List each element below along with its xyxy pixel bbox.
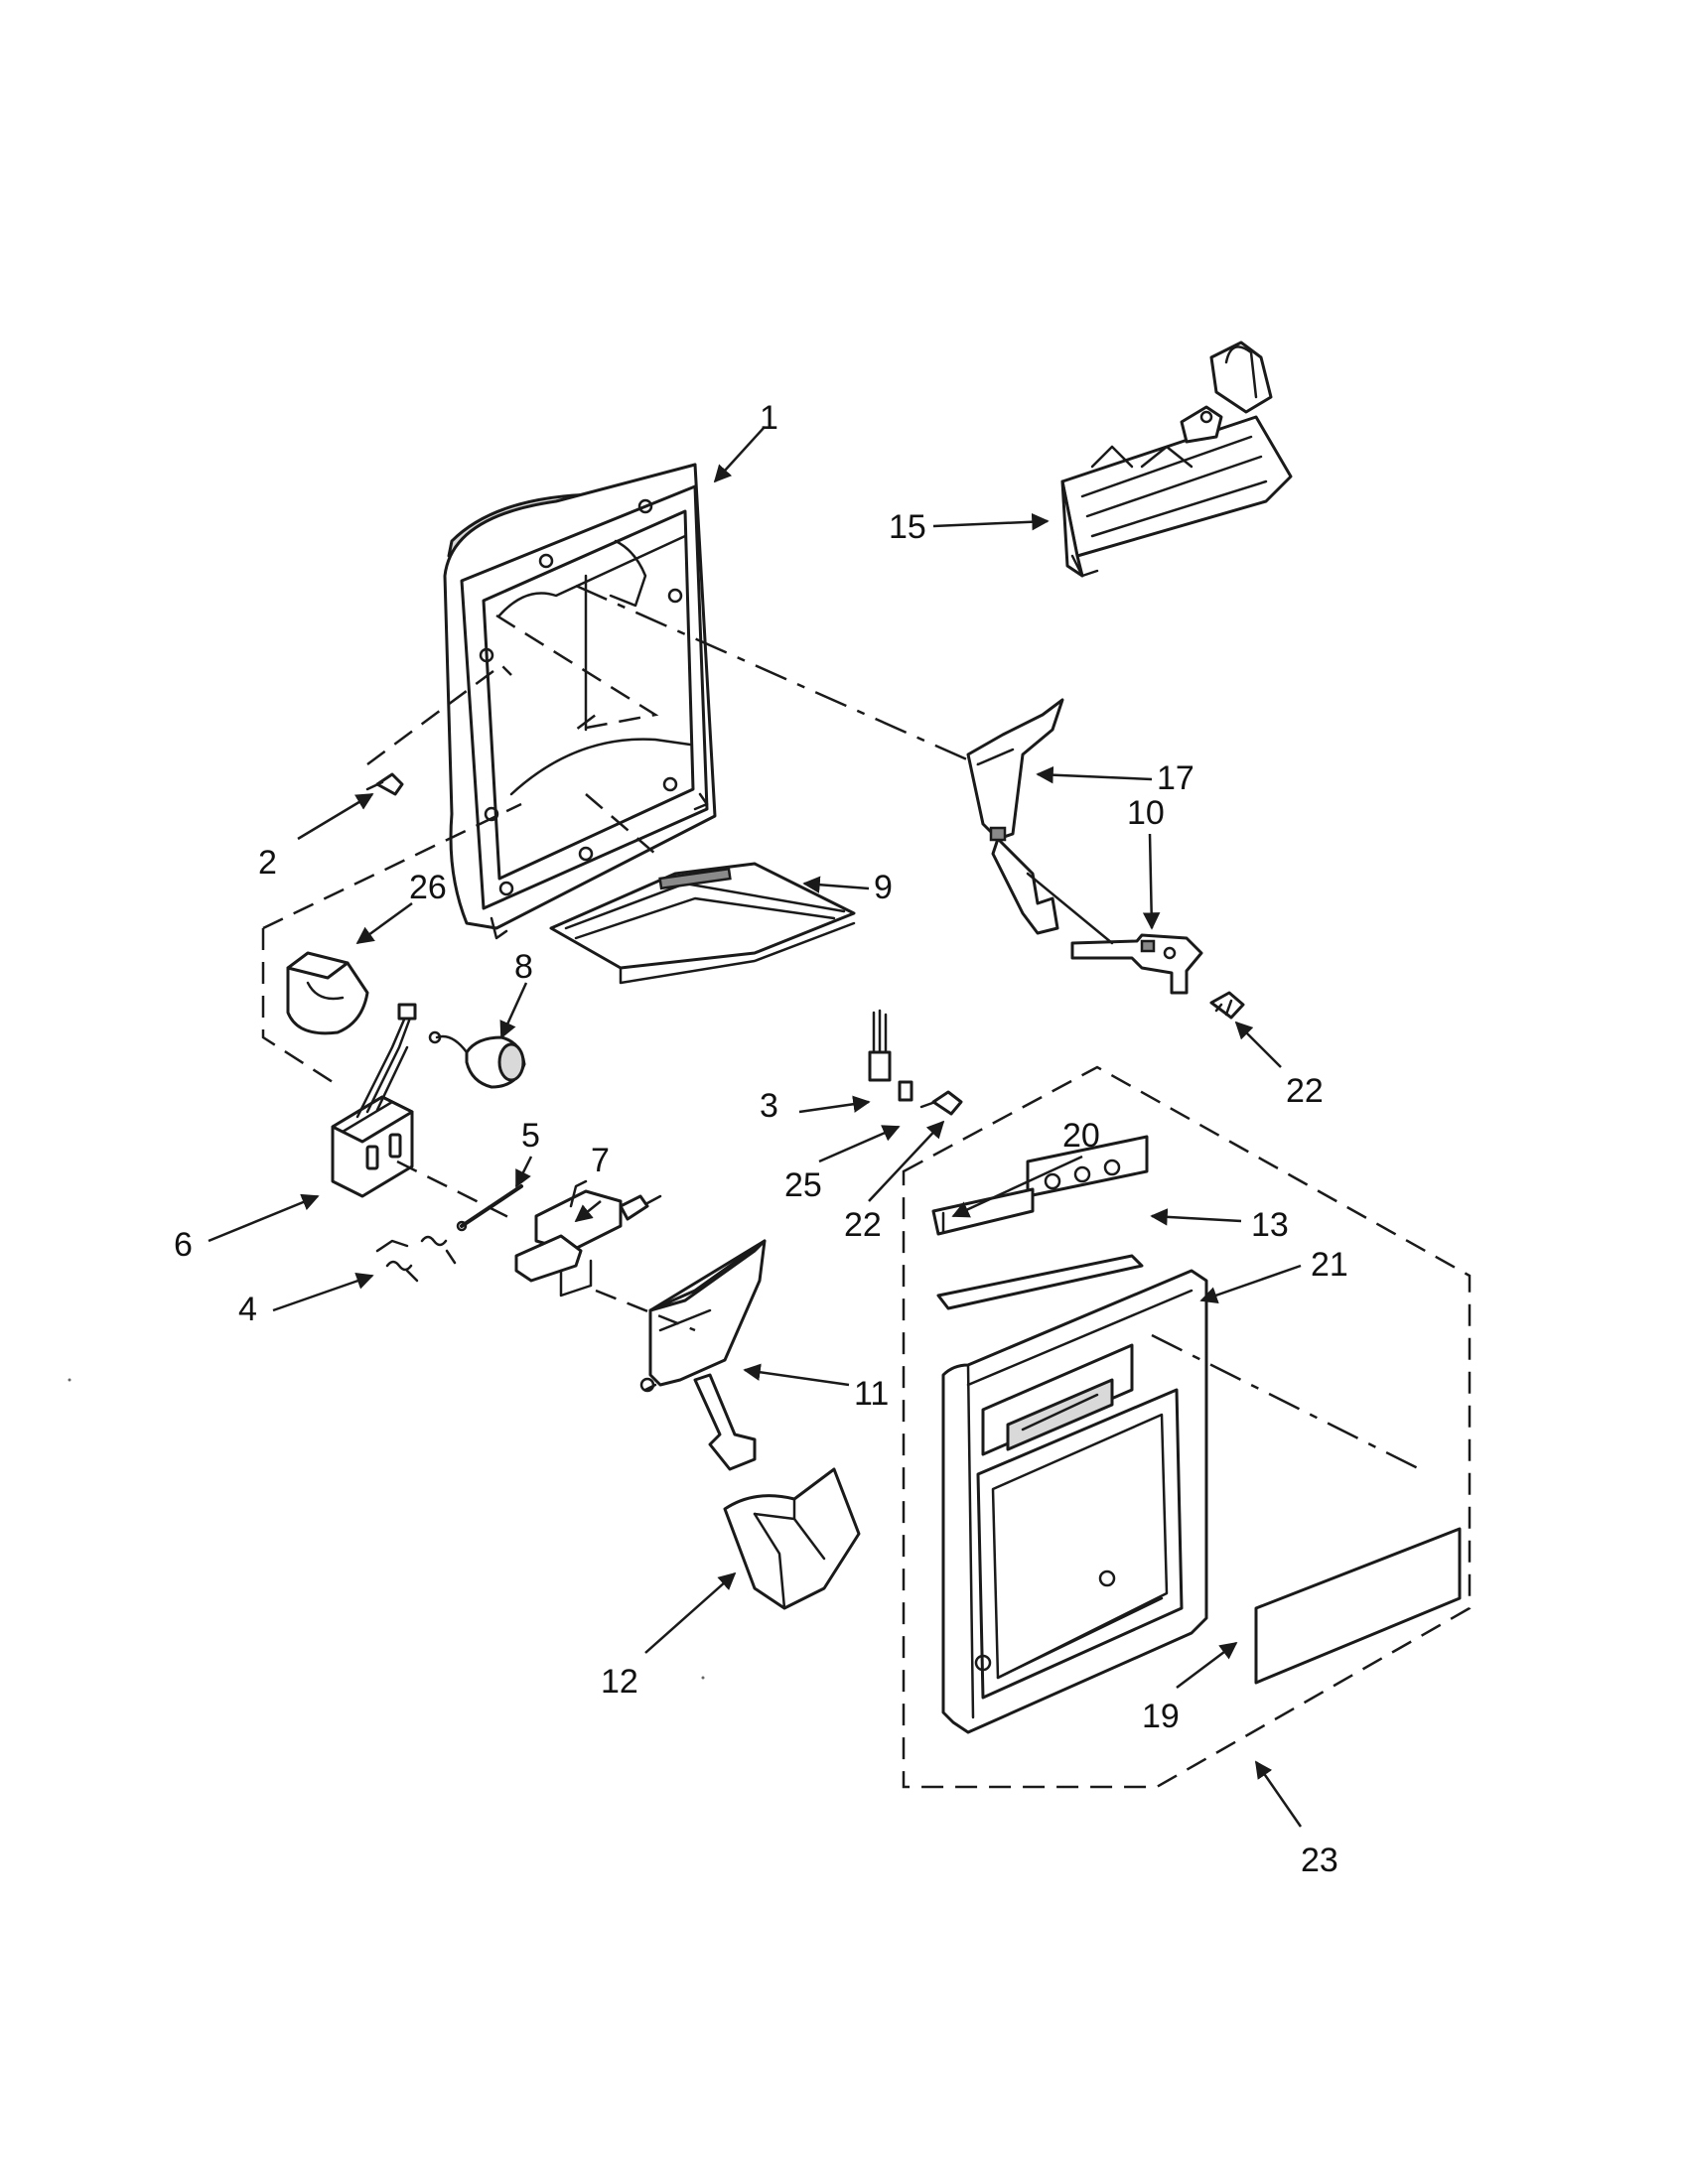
part-15-motor-assembly (1060, 341, 1293, 578)
callout-11: 11 (854, 1375, 889, 1413)
callout-19: 19 (1142, 1698, 1180, 1735)
callout-21: 21 (1311, 1246, 1348, 1284)
callout-10: 10 (1127, 794, 1165, 832)
callout-22-right: 22 (1286, 1072, 1324, 1110)
part-4-spring (375, 1235, 457, 1283)
part-21-front-cover (941, 1269, 1208, 1734)
part-11-ice-chute (639, 1239, 767, 1471)
callout-17: 17 (1157, 759, 1194, 797)
callout-22-center: 22 (844, 1206, 882, 1244)
part-5-pin (456, 1184, 523, 1232)
part-8-actuator (428, 1030, 526, 1089)
callout-5: 5 (521, 1117, 540, 1155)
part-17-lever-arm (966, 698, 1064, 935)
callout-3: 3 (760, 1087, 778, 1125)
part-10-switch-arm (1070, 933, 1203, 995)
part-3-clip (868, 1009, 892, 1082)
callout-23: 23 (1301, 1842, 1338, 1879)
part-13-strip (936, 1254, 1144, 1310)
part-7-solenoid (514, 1179, 662, 1297)
callout-2: 2 (258, 844, 277, 882)
callout-7: 7 (591, 1142, 610, 1179)
callout-15: 15 (889, 508, 926, 546)
part-9-chute-flap (549, 862, 856, 985)
part-25-insulator (898, 1080, 913, 1102)
callout-labels: 1 2 3 4 5 6 7 8 9 10 11 12 13 15 17 19 2… (174, 399, 1348, 1879)
callout-12: 12 (601, 1663, 638, 1701)
callout-13: 13 (1251, 1206, 1289, 1244)
callout-6: 6 (174, 1226, 193, 1264)
callout-1: 1 (760, 399, 778, 437)
callout-25: 25 (784, 1166, 822, 1204)
leader-arrows (208, 426, 1303, 1828)
part-12-funnel (723, 1467, 861, 1610)
callout-20: 20 (1062, 1117, 1100, 1155)
part-23-kit-boundary (902, 1065, 1472, 1789)
part-20-control-board (931, 1135, 1149, 1236)
part-22-screw-center (919, 1090, 963, 1116)
callout-26: 26 (409, 869, 447, 906)
part-26-bracket (286, 951, 369, 1035)
part-22-screw-right (1209, 991, 1245, 1020)
assembly-lines (261, 584, 1421, 1471)
part-2-screw (365, 772, 404, 796)
callout-9: 9 (874, 869, 893, 906)
part-1-housing-frame (443, 463, 717, 940)
part-6-switch-module (331, 1003, 417, 1198)
callout-4: 4 (238, 1291, 257, 1328)
part-19-decal (1254, 1527, 1462, 1685)
scan-speck (68, 1378, 71, 1382)
callout-8: 8 (514, 948, 533, 986)
scan-speck (701, 1676, 705, 1680)
